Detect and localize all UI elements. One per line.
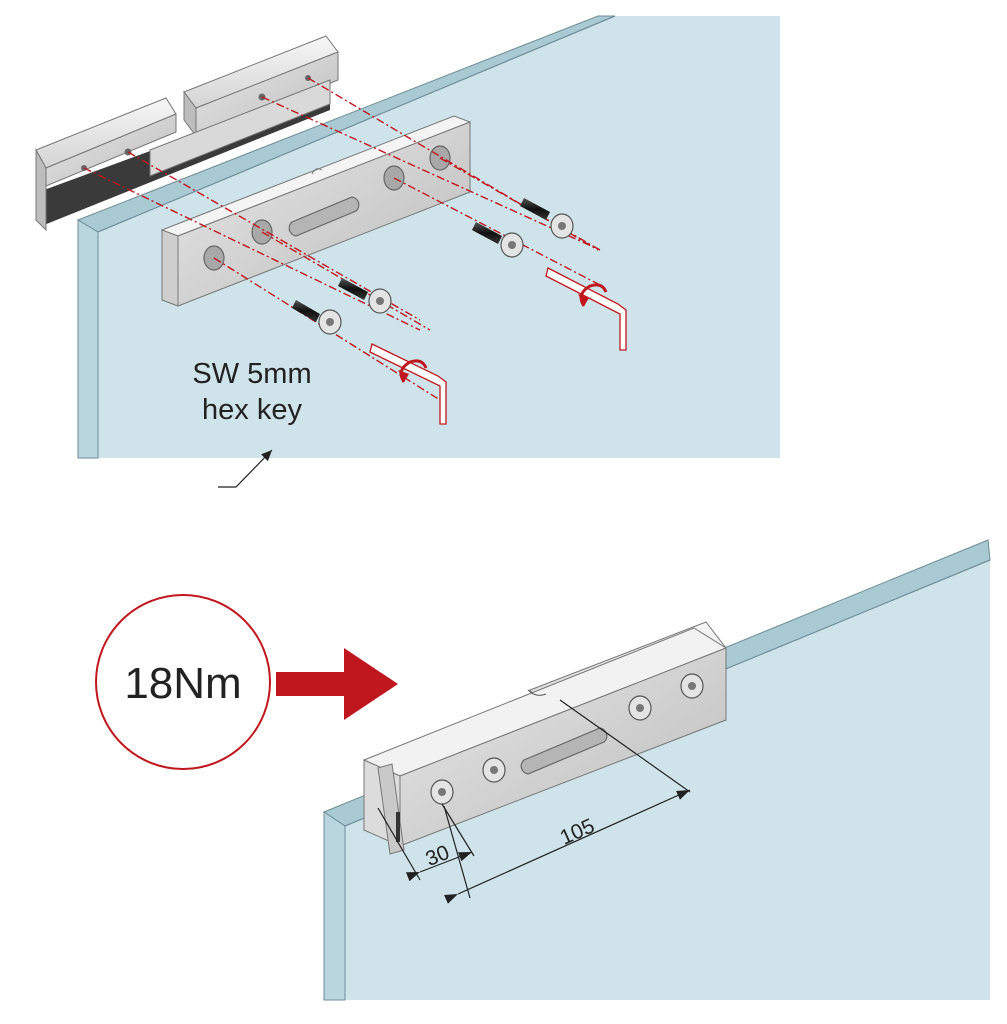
screw-icon: [520, 198, 574, 239]
torque-badge: 18Nm: [95, 594, 271, 770]
arrow-right-icon: [276, 648, 398, 720]
step1-front-clamp-plate: [160, 115, 472, 307]
dimension-arrow-icon: [443, 789, 691, 904]
screw-icon: [292, 300, 342, 335]
hex-key-icon: [545, 267, 627, 351]
step1-glass-panel: [76, 15, 780, 459]
rotation-arrow-icon: [398, 370, 409, 382]
screw-icon: [472, 222, 524, 258]
screw-icon: [628, 695, 652, 721]
dimension-lines: [377, 699, 691, 904]
hex-key-label-line2: hex key: [202, 394, 302, 426]
hex-key-icon: [369, 343, 447, 425]
hex-key-label-line1: SW 5mm: [192, 358, 311, 390]
step1-back-clamp-profile: [35, 35, 339, 232]
rotation-arrow-icon: [578, 294, 589, 306]
screw-icon: [430, 779, 454, 805]
torque-value: 18Nm: [124, 659, 241, 708]
screw-icon: [338, 278, 392, 314]
screw-icon: [680, 673, 704, 699]
leader-line: [218, 449, 273, 488]
screw-icon: [482, 757, 506, 783]
